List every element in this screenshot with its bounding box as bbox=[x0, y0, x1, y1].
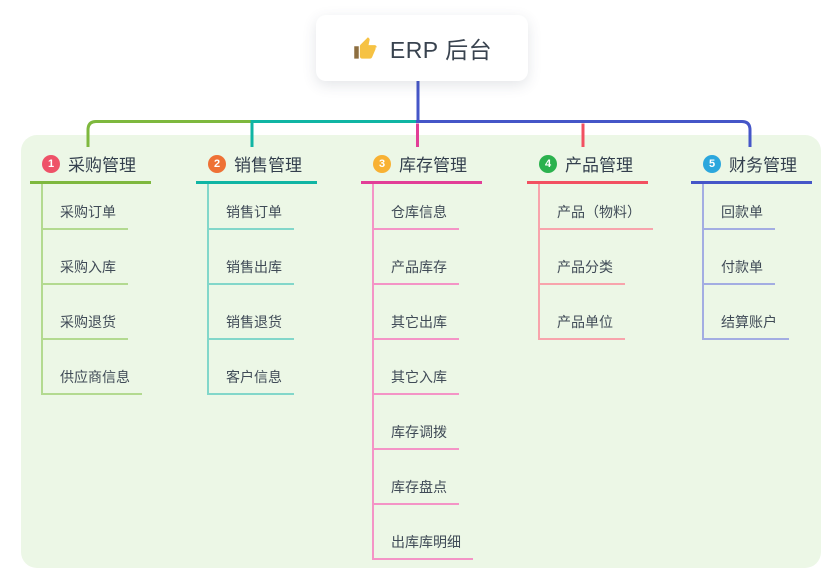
branch-5: 5 财务管理回款单付款单结算账户 bbox=[691, 146, 812, 340]
branch-label: 库存管理 bbox=[399, 156, 467, 175]
branch-header-5[interactable]: 5 财务管理 bbox=[691, 146, 812, 184]
child-node[interactable]: 供应商信息 bbox=[41, 340, 142, 395]
branch-label: 采购管理 bbox=[68, 156, 136, 175]
branch-number-badge: 1 bbox=[42, 154, 60, 173]
background-panel bbox=[21, 135, 821, 568]
child-node[interactable]: 产品库存 bbox=[372, 230, 459, 285]
child-node[interactable]: 产品单位 bbox=[538, 285, 625, 340]
branch-1: 1 采购管理采购订单采购入库采购退货供应商信息 bbox=[30, 146, 151, 395]
branch-children: 仓库信息产品库存其它出库其它入库库存调拨库存盘点出库库明细 bbox=[372, 184, 482, 560]
branch-label: 财务管理 bbox=[729, 156, 797, 175]
branch-children: 回款单付款单结算账户 bbox=[702, 184, 812, 340]
child-node[interactable]: 产品（物料） bbox=[538, 184, 653, 230]
branch-3: 3 库存管理仓库信息产品库存其它出库其它入库库存调拨库存盘点出库库明细 bbox=[361, 146, 482, 560]
branch-header-2[interactable]: 2 销售管理 bbox=[196, 146, 317, 184]
branch-number-badge: 2 bbox=[208, 154, 226, 173]
branch-number-badge: 4 bbox=[539, 154, 557, 173]
child-node[interactable]: 客户信息 bbox=[207, 340, 294, 395]
branch-children: 产品（物料）产品分类产品单位 bbox=[538, 184, 653, 340]
branch-number-badge: 5 bbox=[703, 154, 721, 173]
child-node[interactable]: 采购订单 bbox=[41, 184, 128, 230]
branch-header-3[interactable]: 3 库存管理 bbox=[361, 146, 482, 184]
child-node[interactable]: 库存盘点 bbox=[372, 450, 459, 505]
root-label: ERP 后台 bbox=[389, 37, 493, 63]
child-node[interactable]: 仓库信息 bbox=[372, 184, 459, 230]
child-node[interactable]: 库存调拨 bbox=[372, 395, 459, 450]
child-node[interactable]: 出库库明细 bbox=[372, 505, 473, 560]
branch-children: 采购订单采购入库采购退货供应商信息 bbox=[41, 184, 151, 395]
child-node[interactable]: 采购退货 bbox=[41, 285, 128, 340]
branch-2: 2 销售管理销售订单销售出库销售退货客户信息 bbox=[196, 146, 317, 395]
branch-children: 销售订单销售出库销售退货客户信息 bbox=[207, 184, 317, 395]
child-node[interactable]: 其它入库 bbox=[372, 340, 459, 395]
child-node[interactable]: 其它出库 bbox=[372, 285, 459, 340]
branch-label: 产品管理 bbox=[565, 156, 633, 175]
branch-number-badge: 3 bbox=[373, 154, 391, 173]
child-node[interactable]: 销售订单 bbox=[207, 184, 294, 230]
root-node[interactable]: ERP 后台 bbox=[316, 15, 528, 81]
child-node[interactable]: 付款单 bbox=[702, 230, 775, 285]
child-node[interactable]: 产品分类 bbox=[538, 230, 625, 285]
child-node[interactable]: 销售退货 bbox=[207, 285, 294, 340]
child-node[interactable]: 回款单 bbox=[702, 184, 775, 230]
child-node[interactable]: 结算账户 bbox=[702, 285, 789, 340]
branch-header-1[interactable]: 1 采购管理 bbox=[30, 146, 151, 184]
child-node[interactable]: 销售出库 bbox=[207, 230, 294, 285]
branch-header-4[interactable]: 4 产品管理 bbox=[527, 146, 648, 184]
branch-label: 销售管理 bbox=[234, 156, 302, 175]
child-node[interactable]: 采购入库 bbox=[41, 230, 128, 285]
thumbs-up-icon bbox=[352, 35, 379, 62]
branch-4: 4 产品管理产品（物料）产品分类产品单位 bbox=[527, 146, 653, 340]
